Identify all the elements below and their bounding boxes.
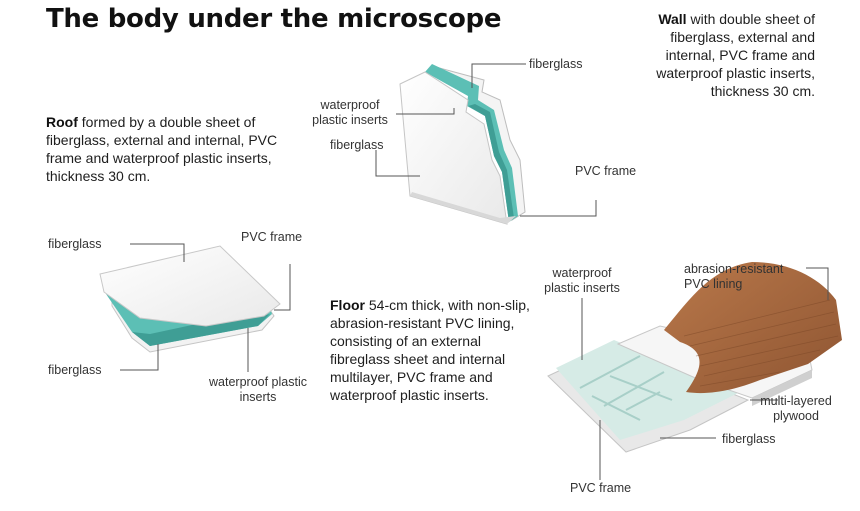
roof-description-text: formed by a double sheet of fiberglass, … bbox=[46, 114, 278, 184]
wall-section-illustration bbox=[399, 64, 526, 225]
wall-insert-shading bbox=[468, 104, 514, 222]
leader-wall-pvc bbox=[520, 200, 597, 217]
roof-description: Roof formed by a double sheet of fibergl… bbox=[46, 113, 296, 185]
leader-roof-fiberglass-top bbox=[130, 243, 185, 262]
floor-label-plywood-line2: plywood bbox=[773, 409, 819, 423]
roof-label-pvc-frame: PVC frame bbox=[241, 230, 303, 244]
leader-floor-abrasion bbox=[806, 267, 829, 300]
floor-pvc-lining bbox=[664, 262, 842, 394]
floor-heading: Floor bbox=[330, 297, 365, 313]
floor-label-fiberglass: fiberglass bbox=[722, 432, 776, 446]
floor-label-abrasion-line2: PVC lining bbox=[684, 277, 743, 291]
wall-label-waterproof: waterproof plastic inserts bbox=[302, 98, 398, 128]
leader-roof-pvc bbox=[274, 264, 291, 311]
wall-description: Wall with double sheet of fiberglass, ex… bbox=[640, 10, 815, 100]
floor-label-waterproof-line1: waterproof bbox=[552, 266, 612, 280]
floor-description: Floor 54-cm thick, with non-slip, abrasi… bbox=[330, 296, 535, 404]
leader-wall-fiberglass-left bbox=[375, 150, 420, 177]
roof-heading: Roof bbox=[46, 114, 78, 130]
roof-label-fiberglass-bottom: fiberglass bbox=[48, 363, 102, 377]
floor-label-waterproof-line2: plastic inserts bbox=[544, 281, 620, 295]
floor-label-abrasion-line1: abrasion-resistant bbox=[684, 262, 784, 276]
leader-wall-inserts bbox=[396, 108, 455, 115]
roof-label-waterproof: waterproof plastic inserts bbox=[196, 375, 320, 405]
roof-top-sheet bbox=[99, 245, 281, 327]
floor-insert-grid bbox=[579, 355, 673, 421]
floor-label-abrasion: abrasion-resistant PVC lining bbox=[684, 262, 783, 292]
wall-description-text: with double sheet of fiberglass, externa… bbox=[656, 11, 815, 99]
wall-label-fiberglass: fiberglass bbox=[529, 57, 583, 71]
roof-label-waterproof-line1: waterproof plastic bbox=[209, 375, 307, 389]
wall-heading: Wall bbox=[658, 11, 687, 27]
floor-label-pvc-frame: PVC frame bbox=[570, 481, 632, 495]
roof-label-waterproof-line2: inserts bbox=[239, 390, 277, 404]
roof-insert-shading bbox=[132, 314, 270, 346]
roof-label-fiberglass-top: fiberglass bbox=[48, 237, 102, 251]
leader-wall-fiberglass bbox=[471, 63, 526, 88]
leader-roof-fiberglass-bottom bbox=[120, 344, 159, 371]
floor-plywood-edge bbox=[752, 370, 812, 406]
floor-section-illustration bbox=[547, 262, 842, 453]
floor-pvc-lining-texture bbox=[683, 299, 839, 387]
wall-label-pvc-frame: PVC frame bbox=[575, 164, 637, 178]
leader-lines bbox=[120, 63, 829, 480]
roof-section-illustration bbox=[99, 245, 281, 353]
floor-label-plywood: multi-layered plywood bbox=[750, 394, 842, 424]
floor-label-waterproof: waterproof plastic inserts bbox=[532, 266, 632, 296]
wall-label-waterproof-line2: plastic inserts bbox=[312, 113, 388, 127]
floor-description-text: 54-cm thick, with non-slip, abrasion-res… bbox=[330, 297, 530, 403]
wall-frame-edge bbox=[410, 192, 516, 224]
wall-front-sheet bbox=[399, 71, 508, 225]
floor-label-plywood-line1: multi-layered bbox=[760, 394, 832, 408]
page-title: The body under the microscope bbox=[46, 4, 502, 34]
wall-label-waterproof-line1: waterproof bbox=[320, 98, 380, 112]
wall-label-fiberglass-left: fiberglass bbox=[330, 138, 384, 152]
